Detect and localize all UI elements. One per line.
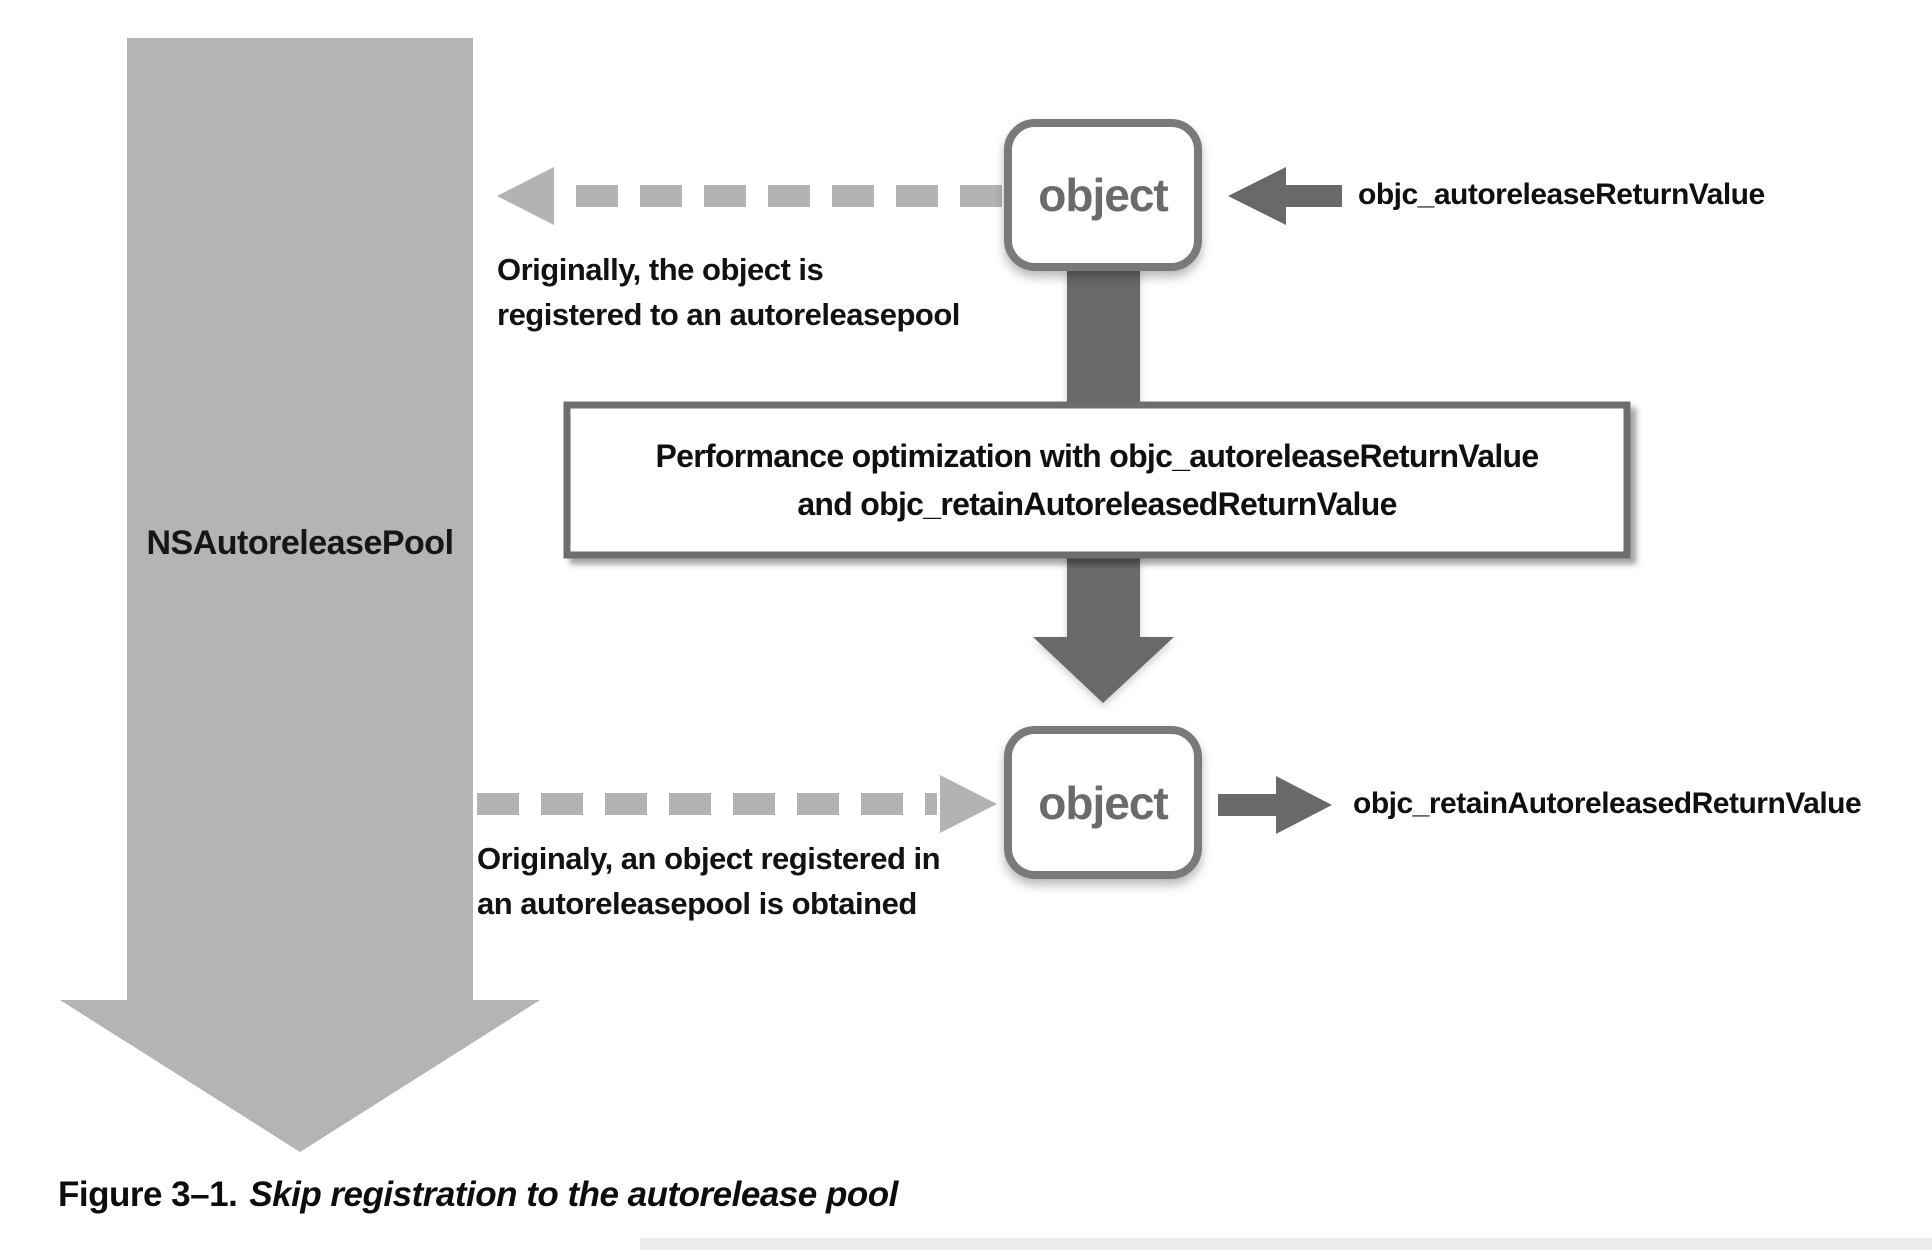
top-note: Originally, the object is registered to … <box>497 247 960 337</box>
figure-caption-number: Figure 3–1. <box>58 1175 238 1214</box>
optimization-box-line1: Performance optimization with objc_autor… <box>655 438 1540 474</box>
bottom-object-label: object <box>1038 776 1168 829</box>
top-object-label: object <box>1038 169 1168 221</box>
bottom-function-label: objc_retainAutoreleasedReturnValue <box>1353 787 1862 820</box>
bottom-object-box <box>1004 726 1202 879</box>
nsautoreleasepool-arrow <box>60 38 540 1152</box>
top-function-label: objc_autoreleaseReturnValue <box>1358 178 1765 211</box>
bottom-note-line2: an autoreleasepool is obtained <box>477 886 917 921</box>
top-dashed-arrowhead <box>497 167 554 225</box>
bottom-note-line1: Originaly, an object registered in <box>477 841 941 876</box>
top-note-line2: registered to an autoreleasepool <box>497 297 960 332</box>
optimization-box <box>563 401 1631 559</box>
page-edge-strip <box>640 1238 1932 1250</box>
optimization-box-text: Performance optimization with objc_autor… <box>574 409 1620 551</box>
figure-caption-title: Skip registration to the autorelease poo… <box>249 1175 898 1214</box>
top-note-line1: Originally, the object is <box>497 252 824 287</box>
bottom-solid-arrow <box>1218 776 1332 834</box>
nsautoreleasepool-label: NSAutoreleasePool <box>146 524 454 562</box>
bottom-note: Originaly, an object registered in an au… <box>477 836 941 926</box>
optimization-box-line2: and objc_retainAutoreleasedReturnValue <box>797 486 1397 522</box>
top-solid-arrow <box>1228 167 1342 225</box>
bottom-dashed-arrowhead <box>940 775 997 833</box>
top-object-box <box>1004 119 1202 271</box>
figure-caption: Figure 3–1. Skip registration to the auto… <box>58 1175 898 1215</box>
